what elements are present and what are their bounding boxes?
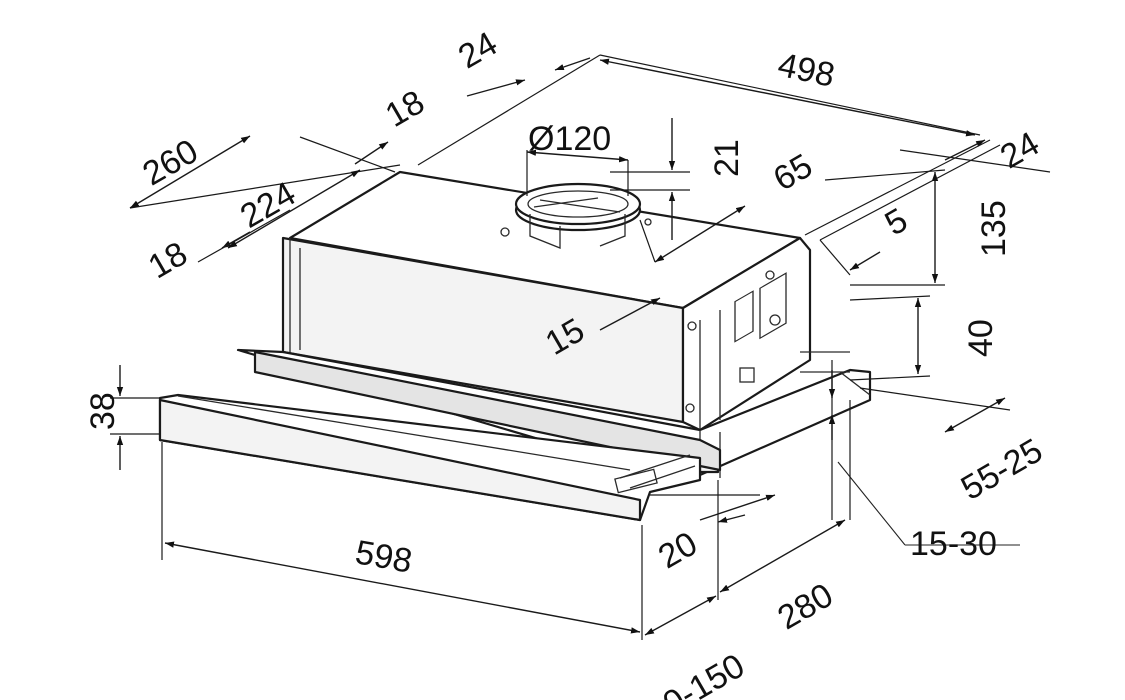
visor-tray <box>253 350 722 472</box>
dim-diameter-120: Ø120 <box>528 120 611 158</box>
exhaust-collar <box>500 182 652 249</box>
dim-21: 21 <box>708 139 746 177</box>
dim-260: 260 <box>136 132 204 193</box>
hood-right-end-panel <box>681 236 812 432</box>
dim-24-right: 24 <box>994 124 1046 176</box>
dim-498: 498 <box>775 46 838 95</box>
dim-55-25: 55-25 <box>955 431 1049 507</box>
dim-18-left: 18 <box>142 234 194 286</box>
dim-0-150: 0-150 <box>657 647 751 700</box>
dim-598: 598 <box>352 533 414 580</box>
dim-224: 224 <box>234 175 302 236</box>
dim-135: 135 <box>975 200 1013 257</box>
dim-40: 40 <box>962 319 1000 357</box>
dim-65: 65 <box>767 147 819 199</box>
dim-5: 5 <box>879 201 914 243</box>
dim-24-top: 24 <box>452 24 504 76</box>
dim-38: 38 <box>84 392 122 430</box>
dim-20: 20 <box>652 524 704 576</box>
hood-body <box>158 170 872 522</box>
dimension-lines <box>110 54 1051 640</box>
dim-18-top: 18 <box>379 83 431 135</box>
dim-280: 280 <box>771 576 839 637</box>
dim-15-30: 15-30 <box>910 525 997 563</box>
